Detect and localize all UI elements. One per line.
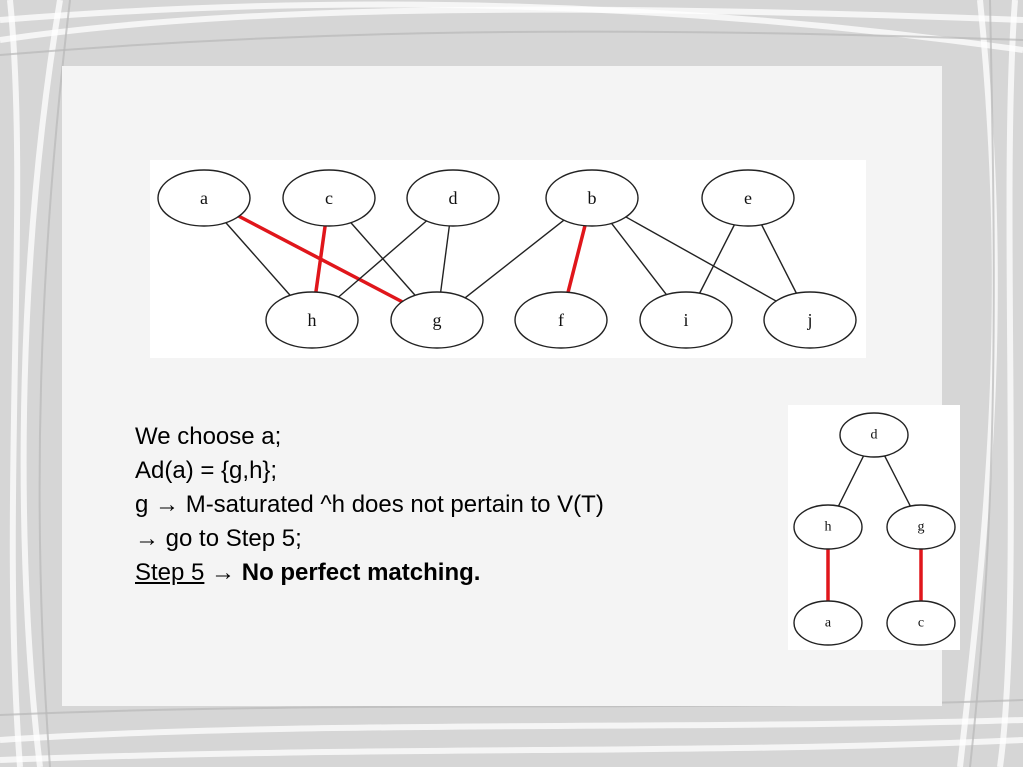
tree-node-h-shape	[793, 504, 863, 550]
graph-node-d-shape	[406, 169, 500, 227]
tree-node-a-shape	[793, 600, 863, 646]
graph-node-j: j	[763, 291, 857, 349]
tree-node-d-label: d	[871, 428, 878, 443]
tree-node-c: c	[886, 600, 956, 646]
graph-edge-a-h	[225, 222, 291, 296]
text-line-3-rest: → M-saturated ^h does not pertain to V(T…	[148, 491, 604, 518]
graph-edge-b-g	[464, 219, 565, 299]
graph-node-i-shape	[639, 291, 733, 349]
graph-node-a-shape	[157, 169, 251, 227]
graph-node-f-label: f	[558, 310, 564, 330]
graph-edge-b-f-matched	[566, 225, 587, 293]
graph-edge-b-j	[625, 216, 777, 302]
bipartite-graph-panel: a c d b e h g f i j	[150, 160, 866, 358]
conclusion-bold: No perfect matching.	[241, 559, 481, 586]
tree-node-g-shape	[886, 504, 956, 550]
text-line-2: Ad(a) = {g,h};	[135, 457, 278, 484]
graph-node-h-shape	[265, 291, 359, 349]
tree-node-d: d	[839, 412, 909, 458]
graph-node-a-label: a	[200, 188, 208, 208]
graph-edge-b-i	[610, 222, 668, 296]
graph-node-d: d	[406, 169, 500, 227]
text-line-1: We choose a;	[135, 423, 282, 450]
bipartite-graph: a c d b e h g f i j	[157, 169, 857, 349]
graph-node-j-label: j	[806, 310, 812, 330]
graph-node-e: e	[701, 169, 795, 227]
step5-underlined: Step 5	[135, 559, 205, 586]
tree-edge-d-h	[837, 455, 865, 507]
graph-node-g: g	[390, 291, 484, 349]
graph-node-c: c	[282, 169, 376, 227]
graph-edge-c-h-matched	[314, 225, 327, 293]
alternating-tree-panel: d h g a c	[788, 405, 960, 650]
graph-node-c-shape	[282, 169, 376, 227]
graph-node-g-label: g	[433, 310, 442, 330]
graph-node-c-label: c	[325, 188, 333, 208]
tree-node-g: g	[886, 504, 956, 550]
tree-edge-d-g	[884, 455, 911, 507]
graph-node-d-label: d	[449, 188, 458, 208]
tree-node-d-shape	[839, 412, 909, 458]
tree-node-c-label: c	[918, 616, 924, 631]
graph-node-h-label: h	[308, 310, 317, 330]
tree-node-a-label: a	[825, 616, 832, 631]
graph-edge-e-i	[698, 224, 736, 294]
text-line-5-arrow: →	[204, 559, 242, 586]
graph-node-j-shape	[763, 291, 857, 349]
graph-node-b-label: b	[588, 188, 597, 208]
graph-node-a: a	[157, 169, 251, 227]
vertex-g-underlined: g	[135, 491, 149, 518]
tree-node-a: a	[793, 600, 863, 646]
graph-node-g-shape	[390, 291, 484, 349]
graph-node-e-shape	[701, 169, 795, 227]
graph-edge-d-h	[338, 220, 427, 298]
graph-node-h: h	[265, 291, 359, 349]
graph-node-f-shape	[514, 291, 608, 349]
text-line-4: → go to Step 5;	[135, 525, 302, 552]
text-line-3: g → M-saturated ^h does not pertain to V…	[135, 488, 775, 522]
graph-node-i: i	[639, 291, 733, 349]
graph-edge-e-j	[760, 224, 798, 294]
tree-node-c-shape	[886, 600, 956, 646]
text-line-5: Step 5 → No perfect matching.	[135, 556, 775, 590]
tree-node-h-label: h	[825, 520, 832, 535]
graph-node-f: f	[514, 291, 608, 349]
graph-node-e-label: e	[744, 188, 752, 208]
graph-node-b-shape	[545, 169, 639, 227]
tree-node-g-label: g	[918, 520, 925, 535]
graph-edge-d-g	[439, 225, 451, 293]
graph-node-b: b	[545, 169, 639, 227]
tree-node-h: h	[793, 504, 863, 550]
explanation-text: We choose a; Ad(a) = {g,h}; g → M-satura…	[135, 420, 775, 590]
graph-node-i-label: i	[683, 310, 688, 330]
alternating-tree: d h g a c	[793, 412, 956, 646]
